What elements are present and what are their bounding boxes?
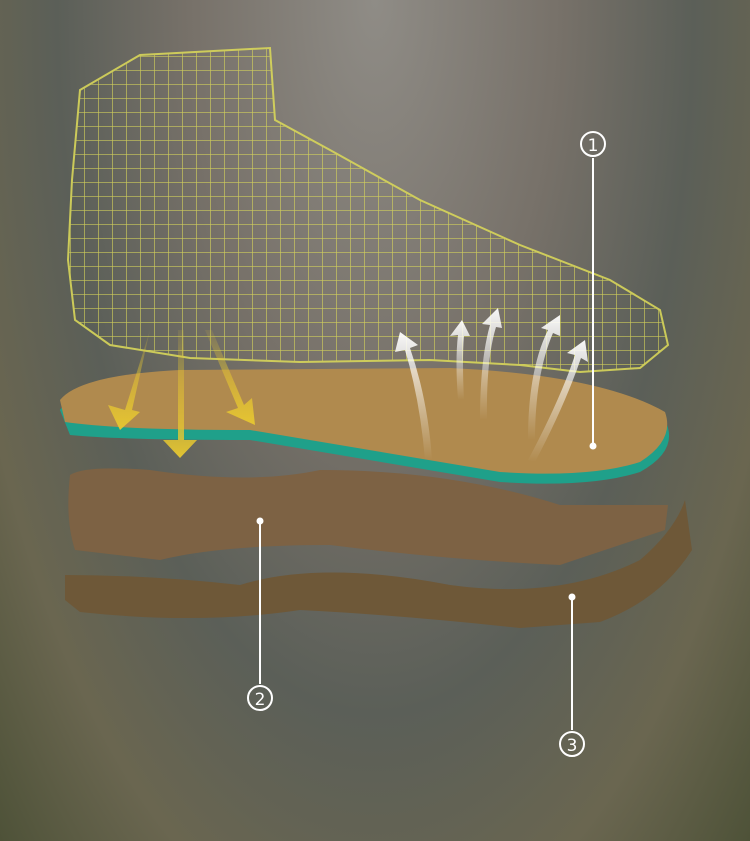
callout-2-midsole: 2 <box>247 685 273 711</box>
callout-3-outsole: 3 <box>559 731 585 757</box>
pressure-arrows-down <box>108 330 255 458</box>
ventilation-arrows-up <box>395 308 588 462</box>
callout-1-insole: 1 <box>580 131 606 157</box>
foot-wireframe <box>66 46 670 374</box>
midsole <box>68 468 669 565</box>
outsole <box>65 500 692 628</box>
